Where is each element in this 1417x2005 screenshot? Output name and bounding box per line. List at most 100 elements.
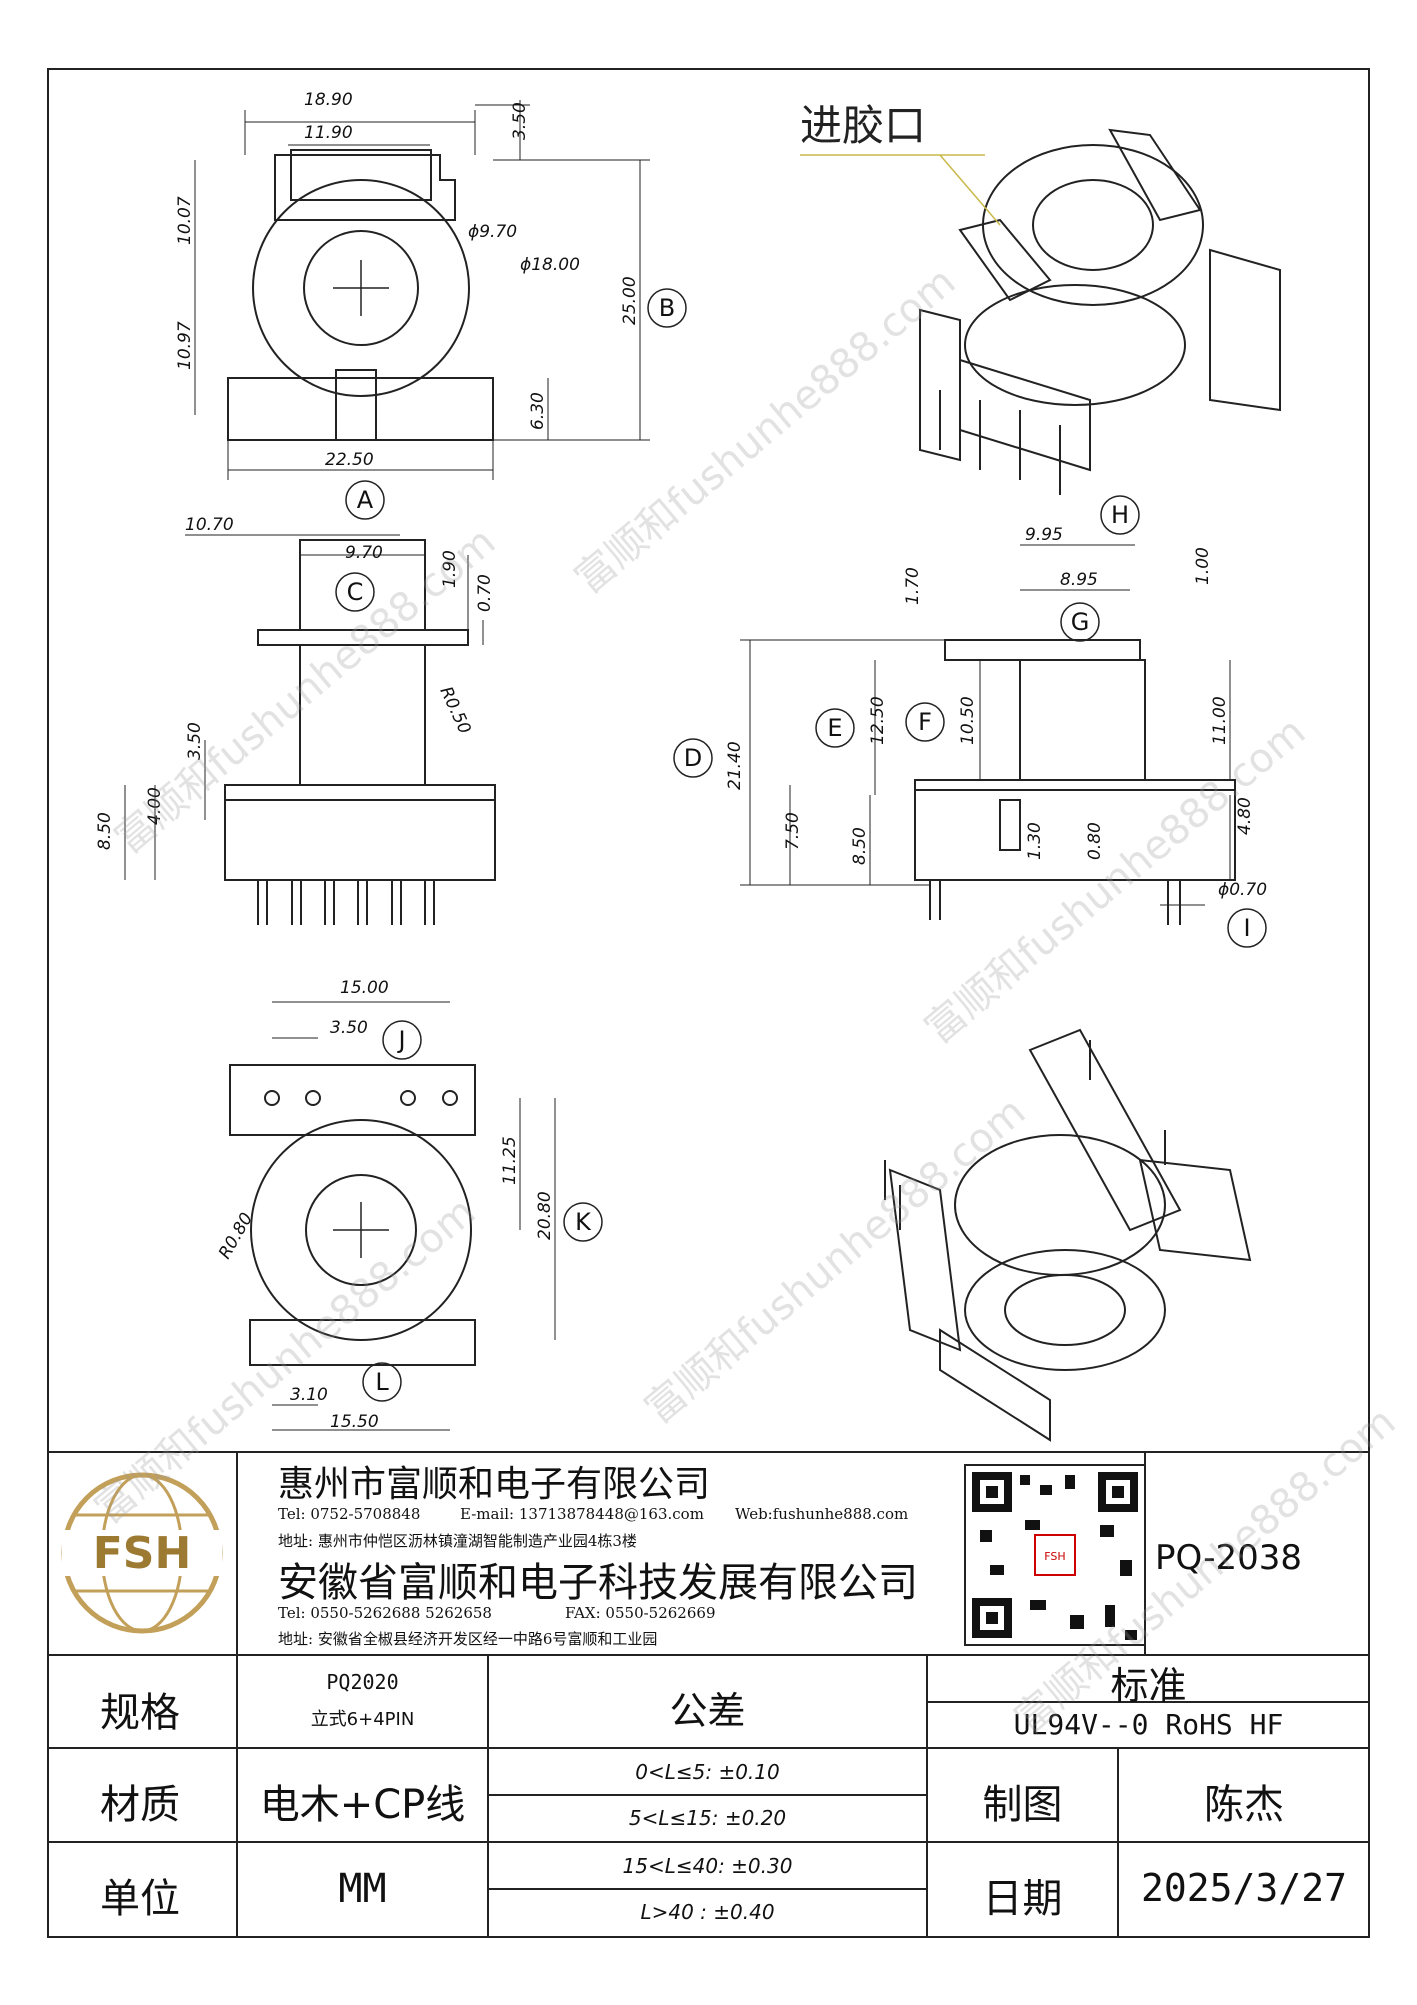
svg-text:F: F <box>918 708 932 736</box>
tolerance-row-4: L>40 : ±0.40 <box>640 1900 775 1924</box>
marker-f: F <box>905 702 945 742</box>
svg-text:FSH: FSH <box>1044 1550 1065 1563</box>
dim-side-1-00: 1.00 <box>1193 547 1213 585</box>
spec-value-2: 立式6+4PIN <box>310 1709 415 1730</box>
dim-side-1-30: 1.30 <box>1025 822 1045 860</box>
svg-text:A: A <box>357 486 374 514</box>
company-web: Web:fushunhe888.com <box>735 1505 909 1523</box>
marker-k: K <box>563 1202 603 1242</box>
svg-text:H: H <box>1111 501 1129 529</box>
dim-front-radius: R0.50 <box>435 684 474 737</box>
tolerance-row-1: 0<L≤5: ±0.10 <box>635 1760 780 1784</box>
unit-value: MM <box>338 1866 387 1912</box>
dim-side-8-95: 8.95 <box>1060 570 1098 590</box>
company-tel-1: Tel: 0752-5708848 <box>278 1505 421 1523</box>
marker-j: J <box>382 1020 422 1060</box>
tolerance-label: 公差 <box>669 1689 746 1733</box>
svg-text:E: E <box>827 714 842 742</box>
company-fax: FAX: 0550-5262669 <box>565 1604 716 1622</box>
dim-top-height: 25.00 <box>620 276 640 325</box>
qr-code: FSH <box>964 1464 1146 1646</box>
marker-l: L <box>362 1362 402 1402</box>
dim-side-12-50: 12.50 <box>868 696 888 745</box>
dim-front-3-50: 3.50 <box>185 722 205 760</box>
marker-b: B <box>647 288 687 328</box>
company-address-1: 地址: 惠州市仲恺区沥林镇潼湖智能制造产业园4栋3楼 <box>278 1532 637 1550</box>
part-number: PQ-2038 <box>1155 1538 1303 1578</box>
marker-e: E <box>815 708 855 748</box>
dim-front-8-50: 8.50 <box>95 812 115 850</box>
standard-label: 标准 <box>1110 1664 1187 1708</box>
dim-top-inner-dia: ϕ9.70 <box>468 222 517 242</box>
marker-h: H <box>1100 495 1140 535</box>
company-address-2: 地址: 安徽省全椒县经济开发区经一中路6号富顺和工业园 <box>278 1630 658 1648</box>
svg-text:C: C <box>347 578 364 606</box>
isometric-view-top <box>919 128 1281 495</box>
front-view <box>124 534 496 925</box>
dim-bottom-20-80: 20.80 <box>535 1191 555 1240</box>
marker-d: D <box>673 738 713 778</box>
dim-top-upper: 10.07 <box>175 196 195 245</box>
material-value: 电木+CP线 <box>259 1782 466 1828</box>
dim-side-9-95: 9.95 <box>1025 525 1063 545</box>
dim-front-0-70: 0.70 <box>475 574 495 612</box>
isometric-view-bottom <box>884 1028 1252 1442</box>
dim-side-21-40: 21.40 <box>725 741 745 790</box>
spec-label: 规格 <box>100 1690 180 1736</box>
tolerance-row-2: 5<L≤15: ±0.20 <box>628 1806 787 1830</box>
dim-bottom-3-10: 3.10 <box>290 1385 328 1405</box>
svg-text:J: J <box>396 1026 405 1054</box>
dim-side-11-00: 11.00 <box>1210 696 1230 745</box>
svg-text:I: I <box>1243 914 1250 942</box>
dim-top-slot: 11.90 <box>304 123 353 143</box>
drawing-frame <box>47 68 1370 1938</box>
dim-front-9-70: 9.70 <box>345 543 383 563</box>
dim-side-8-50: 7.50 <box>783 812 803 850</box>
dim-side-1-70: 1.70 <box>903 567 923 605</box>
dim-bottom-15-50: 15.50 <box>330 1412 379 1432</box>
dim-top-base-width: 22.50 <box>325 450 374 470</box>
dim-bottom-3-50: 3.50 <box>330 1018 368 1038</box>
dim-bottom-11-25: 11.25 <box>500 1136 520 1185</box>
dim-side-4-80: 4.80 <box>1235 797 1255 835</box>
date-value: 2025/3/27 <box>1141 1866 1347 1910</box>
material-label: 材质 <box>100 1782 180 1828</box>
standard-value: UL94V--0 RoHS HF <box>1013 1708 1284 1741</box>
marker-c: C <box>335 572 375 612</box>
logo-text: FSH <box>93 1528 192 1579</box>
drawn-label: 制图 <box>982 1782 1063 1828</box>
dim-side-pin-dia: ϕ0.70 <box>1218 880 1267 900</box>
svg-text:G: G <box>1071 608 1090 636</box>
dim-front-1-90: 1.90 <box>440 550 460 588</box>
dim-front-10-70: 10.70 <box>185 515 234 535</box>
svg-text:B: B <box>659 294 675 322</box>
spec-value-1: PQ2020 <box>326 1670 399 1694</box>
marker-a: A <box>345 480 385 520</box>
company-logo: FSH <box>61 1472 223 1634</box>
dim-top-outer-dia: ϕ18.00 <box>520 255 580 275</box>
dim-front-4-00: 4.00 <box>145 787 165 825</box>
side-view <box>740 544 1236 925</box>
svg-text:K: K <box>575 1208 592 1236</box>
tolerance-row-3: 15<L≤40: ±0.30 <box>622 1854 793 1878</box>
company-tel-2: Tel: 0550-5262688 5262658 <box>278 1604 492 1622</box>
svg-text:D: D <box>684 744 702 772</box>
marker-i: I <box>1227 908 1267 948</box>
dim-top-base: 6.30 <box>528 392 548 430</box>
dim-top-notch: 3.50 <box>510 102 530 140</box>
company-name-2: 安徽省富顺和电子科技发展有限公司 <box>278 1560 918 1606</box>
gate-label: 进胶口 <box>800 101 926 150</box>
dim-side-7-50: 8.50 <box>850 827 870 865</box>
dim-side-0-80: 0.80 <box>1085 822 1105 860</box>
marker-g: G <box>1060 602 1100 642</box>
dim-side-10-50: 10.50 <box>958 696 978 745</box>
dim-top-width: 18.90 <box>304 90 353 110</box>
svg-text:L: L <box>375 1368 389 1396</box>
bottom-view <box>229 1001 556 1431</box>
company-name-1: 惠州市富顺和电子有限公司 <box>278 1464 711 1505</box>
drawn-value: 陈杰 <box>1204 1782 1284 1828</box>
date-label: 日期 <box>982 1876 1063 1922</box>
top-view <box>194 100 650 480</box>
